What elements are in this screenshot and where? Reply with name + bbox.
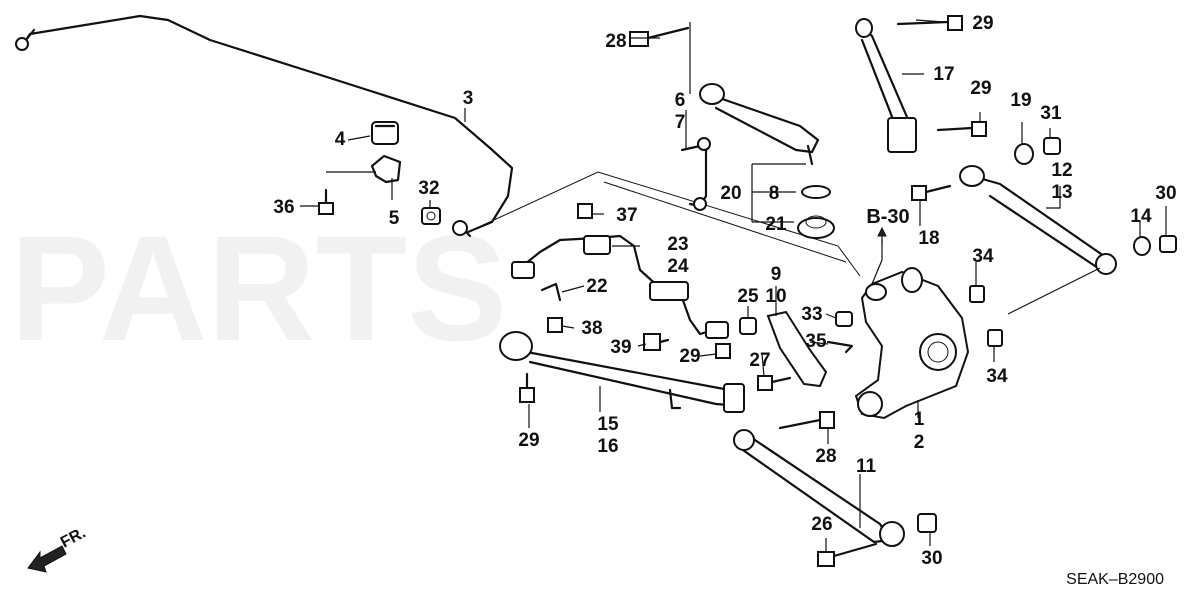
label-1: 1 — [914, 409, 925, 430]
lower-arm-12-13[interactable] — [959, 165, 1117, 275]
label-14: 14 — [1130, 206, 1152, 227]
bolt-18[interactable] — [911, 184, 952, 201]
bolt-29-top[interactable] — [896, 15, 963, 31]
label-36: 36 — [273, 197, 294, 218]
label-33: 33 — [801, 304, 822, 325]
nut-32[interactable] — [421, 207, 441, 225]
stabilizer-link[interactable] — [680, 137, 711, 211]
label-29-center: 29 — [679, 346, 700, 367]
stabilizer-bushing[interactable] — [371, 121, 399, 145]
label-30-bottom: 30 — [921, 548, 942, 569]
bolt-28-top[interactable] — [629, 26, 690, 47]
bolt-29-center[interactable] — [715, 343, 731, 359]
label-21: 21 — [765, 214, 787, 235]
label-23: 23 — [667, 234, 688, 255]
bump-seat-21[interactable] — [797, 215, 835, 239]
label-34-top: 34 — [972, 246, 994, 267]
bushing-holder[interactable] — [370, 154, 402, 184]
bolt-37[interactable] — [577, 203, 593, 219]
label-32: 32 — [418, 178, 439, 199]
label-27: 27 — [749, 350, 770, 371]
reference-label: B-30 — [866, 206, 909, 228]
label-2: 2 — [914, 432, 925, 453]
label-5: 5 — [389, 208, 400, 229]
label-28-lower: 28 — [815, 446, 836, 467]
label-19: 19 — [1010, 90, 1031, 111]
label-16: 16 — [597, 436, 618, 457]
label-37: 37 — [616, 205, 637, 226]
label-8: 8 — [769, 183, 780, 204]
nut-31[interactable] — [1043, 137, 1061, 155]
label-13: 13 — [1051, 182, 1072, 203]
label-38: 38 — [581, 318, 602, 339]
label-29-left: 29 — [518, 430, 539, 451]
clip-34-top[interactable] — [969, 285, 985, 303]
label-29-top: 29 — [972, 13, 993, 34]
label-30-right: 30 — [1155, 183, 1176, 204]
clip-35[interactable] — [826, 340, 854, 354]
clip-34-bottom[interactable] — [987, 329, 1003, 347]
label-17: 17 — [933, 64, 954, 85]
upper-link-17[interactable] — [855, 18, 917, 153]
label-39: 39 — [610, 337, 631, 358]
label-28-top: 28 — [605, 31, 626, 52]
washer-8[interactable] — [801, 185, 831, 199]
knuckle[interactable] — [854, 267, 970, 420]
label-20: 20 — [720, 183, 741, 204]
bolt-36[interactable] — [318, 188, 334, 215]
bolt-29-mid[interactable] — [936, 121, 987, 137]
bolt-39[interactable] — [643, 333, 670, 351]
label-10: 10 — [765, 286, 786, 307]
reference-arrow-icon — [877, 226, 887, 244]
label-35: 35 — [805, 331, 827, 352]
front-direction-arrow-icon — [27, 545, 67, 573]
label-7: 7 — [675, 112, 686, 133]
bolt-38[interactable] — [547, 317, 563, 333]
watermark: PARTS — [10, 204, 507, 372]
bushing-14[interactable] — [1133, 236, 1151, 256]
leader-lines — [300, 19, 1167, 552]
label-22: 22 — [586, 276, 607, 297]
bolt-26[interactable] — [817, 542, 878, 567]
label-34-bottom: 34 — [986, 366, 1008, 387]
nut-25[interactable] — [739, 317, 757, 335]
bolt-28-lower[interactable] — [778, 411, 835, 430]
nut-33[interactable] — [835, 311, 853, 327]
upper-arm[interactable] — [699, 83, 820, 166]
label-25: 25 — [737, 286, 759, 307]
label-31: 31 — [1040, 103, 1062, 124]
bolt-27[interactable] — [757, 375, 792, 391]
label-12: 12 — [1051, 160, 1072, 181]
label-3: 3 — [463, 88, 474, 109]
label-4: 4 — [335, 129, 346, 150]
lower-arm-11[interactable] — [733, 429, 905, 547]
nut-30-bottom[interactable] — [917, 513, 937, 533]
label-24: 24 — [667, 256, 689, 277]
label-26: 26 — [811, 514, 832, 535]
label-15: 15 — [597, 414, 619, 435]
label-9: 9 — [771, 264, 782, 285]
label-6: 6 — [675, 90, 686, 111]
abs-sensor-harness[interactable] — [511, 234, 729, 339]
nut-30-right[interactable] — [1159, 235, 1177, 253]
label-11: 11 — [856, 456, 877, 477]
bushing-19[interactable] — [1014, 143, 1034, 165]
part-labels: 1 2 3 4 5 6 7 8 9 10 11 12 13 14 15 16 1… — [273, 13, 1176, 569]
stabilizer-bar[interactable] — [15, 14, 514, 238]
bolt-29-left[interactable] — [519, 372, 535, 403]
diagram-code: SEAK–B2900 — [1066, 571, 1164, 588]
trailing-arm[interactable] — [499, 331, 745, 413]
label-18: 18 — [918, 228, 939, 249]
bracket-9-10[interactable] — [766, 310, 828, 388]
label-29-mid: 29 — [970, 78, 991, 99]
